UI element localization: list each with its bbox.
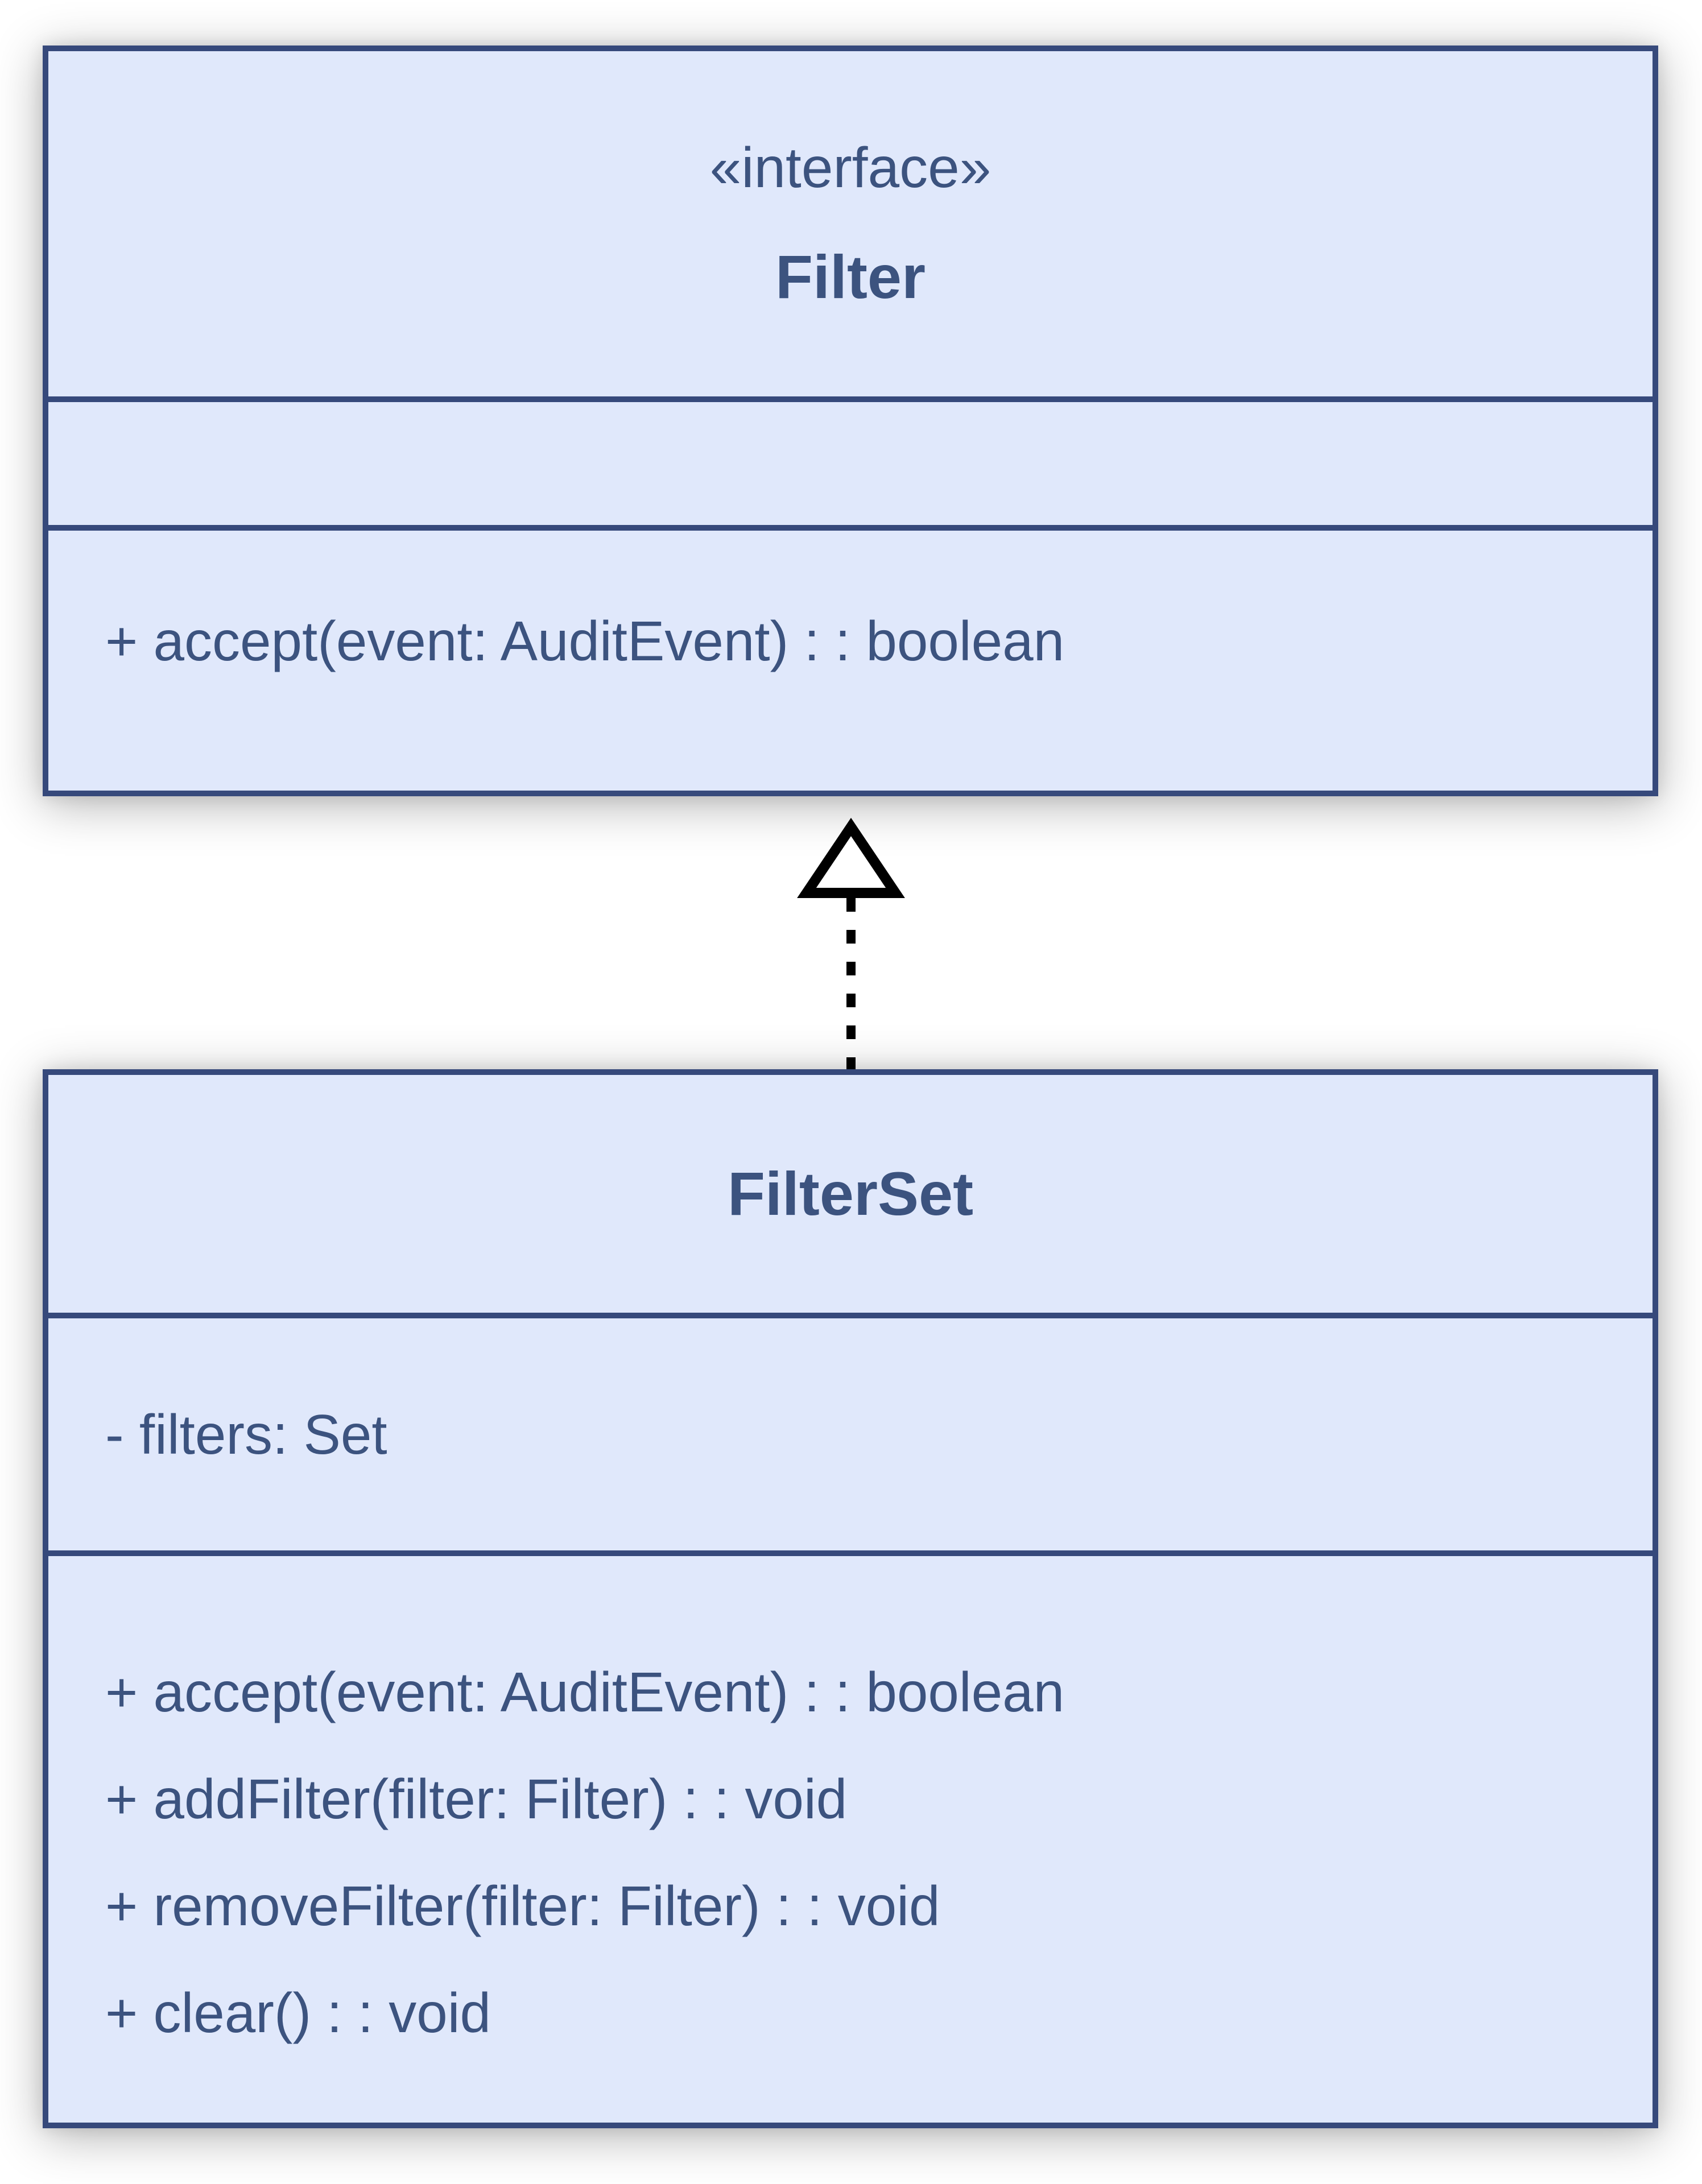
- filterset-class-name: FilterSet: [727, 1159, 974, 1228]
- uml-class-filter[interactable]: «interface» Filter + accept(event: Audit…: [43, 46, 1658, 796]
- filter-stereotype-label: «interface»: [709, 136, 992, 200]
- filterset-title-compartment: FilterSet: [48, 1075, 1653, 1313]
- filter-title-compartment: «interface» Filter: [48, 51, 1653, 396]
- filterset-method-addfilter: + addFilter(filter: Filter) : : void: [105, 1768, 848, 1830]
- filterset-method-clear: + clear() : : void: [105, 1982, 491, 2044]
- filter-methods-compartment: + accept(event: AuditEvent) : : boolean: [48, 525, 1653, 791]
- filter-attributes-compartment: [48, 396, 1653, 525]
- filterset-methods-compartment: + accept(event: AuditEvent) : : boolean …: [48, 1550, 1653, 2123]
- filter-method-accept: + accept(event: AuditEvent) : : boolean: [105, 610, 1065, 672]
- filterset-attribute-filters: - filters: Set: [105, 1403, 387, 1466]
- hollow-triangle-arrowhead: [797, 817, 905, 898]
- filterset-method-removefilter: + removeFilter(filter: Filter) : : void: [105, 1875, 940, 1937]
- filterset-attributes-compartment: - filters: Set: [48, 1313, 1653, 1550]
- filter-class-name: Filter: [775, 242, 926, 312]
- uml-class-filterset[interactable]: FilterSet - filters: Set + accept(event:…: [43, 1069, 1658, 2128]
- realization-arrow[interactable]: [782, 797, 920, 1074]
- filterset-method-accept: + accept(event: AuditEvent) : : boolean: [105, 1661, 1065, 1723]
